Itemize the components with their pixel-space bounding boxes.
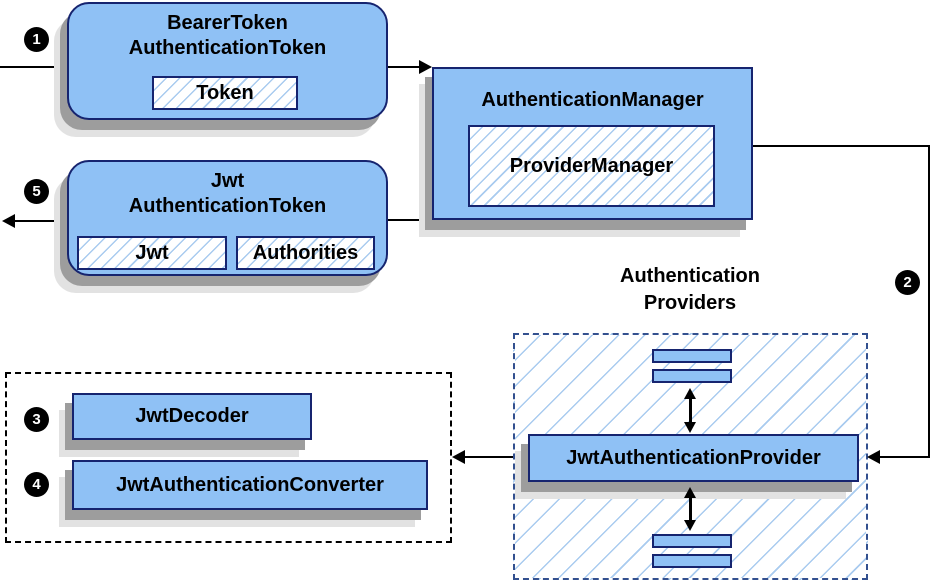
arrowhead-left-icon bbox=[867, 450, 880, 464]
outgoing-result-line bbox=[14, 220, 67, 222]
node-title: AuthenticationManager bbox=[481, 89, 704, 111]
provider-placeholder-bar bbox=[652, 369, 732, 383]
manager-to-provider-line-vertical bbox=[928, 145, 930, 458]
jwt-chip-label: Jwt bbox=[135, 241, 169, 264]
node-title-line2: AuthenticationToken bbox=[128, 37, 327, 59]
provider-manager-chip: ProviderManager bbox=[468, 125, 715, 207]
step-badge-4: 4 bbox=[24, 472, 49, 497]
decoder-converter-group-box bbox=[5, 372, 452, 543]
provider-to-group-line bbox=[464, 456, 513, 458]
manager-to-provider-line-top bbox=[753, 145, 930, 147]
authorities-chip: Authorities bbox=[236, 236, 375, 270]
jwt-decoder-node: JwtDecoder bbox=[72, 393, 312, 440]
provider-placeholder-bar bbox=[652, 349, 732, 363]
token-chip: Token bbox=[152, 76, 298, 110]
step-badge-5: 5 bbox=[24, 179, 49, 204]
authentication-providers-label: Authentication Providers bbox=[555, 263, 825, 317]
arrowhead-down-icon bbox=[684, 422, 696, 433]
arrowhead-right-icon bbox=[419, 60, 432, 74]
jwt-authentication-converter-node: JwtAuthenticationConverter bbox=[72, 460, 428, 510]
step-badge-2: 2 bbox=[895, 270, 920, 295]
provider-manager-label: ProviderManager bbox=[509, 154, 674, 177]
manager-to-provider-line-bottom bbox=[880, 456, 930, 458]
provider-placeholder-bar bbox=[652, 554, 732, 568]
step-number: 1 bbox=[32, 31, 41, 48]
node-title: JwtAuthenticationConverter bbox=[116, 473, 384, 496]
provider-list-connector bbox=[689, 496, 692, 522]
node-title: JwtDecoder bbox=[135, 405, 249, 427]
arrowhead-up-icon bbox=[684, 487, 696, 498]
arrowhead-left-icon bbox=[2, 214, 15, 228]
step-badge-1: 1 bbox=[24, 27, 49, 52]
jwt-chip: Jwt bbox=[77, 236, 227, 270]
node-title-line1: Jwt bbox=[210, 170, 245, 192]
node-title: JwtAuthenticationProvider bbox=[566, 446, 821, 469]
token-chip-label: Token bbox=[196, 81, 254, 104]
step-badge-3: 3 bbox=[24, 407, 49, 432]
bearer-token-authentication-token-node: BearerToken AuthenticationToken bbox=[67, 2, 388, 120]
step-number: 3 bbox=[32, 411, 41, 428]
authorities-chip-label: Authorities bbox=[252, 241, 359, 264]
node-title-line1: BearerToken bbox=[167, 12, 288, 34]
step-number: 2 bbox=[903, 274, 912, 291]
step-number: 5 bbox=[32, 183, 41, 200]
manager-to-jwt-token-line bbox=[388, 219, 432, 221]
provider-placeholder-bar bbox=[652, 534, 732, 548]
provider-list-connector bbox=[689, 397, 692, 424]
providers-label-line1: Authentication bbox=[620, 265, 760, 287]
incoming-request-line bbox=[0, 66, 67, 68]
bearer-to-manager-line bbox=[386, 66, 420, 68]
node-title-line2: AuthenticationToken bbox=[128, 195, 327, 217]
arrowhead-left-icon bbox=[452, 450, 465, 464]
arrowhead-up-icon bbox=[684, 388, 696, 399]
arrowhead-down-icon bbox=[684, 520, 696, 531]
jwt-authentication-provider-node: JwtAuthenticationProvider bbox=[528, 434, 859, 482]
step-number: 4 bbox=[32, 476, 41, 493]
providers-label-line2: Providers bbox=[643, 292, 737, 314]
